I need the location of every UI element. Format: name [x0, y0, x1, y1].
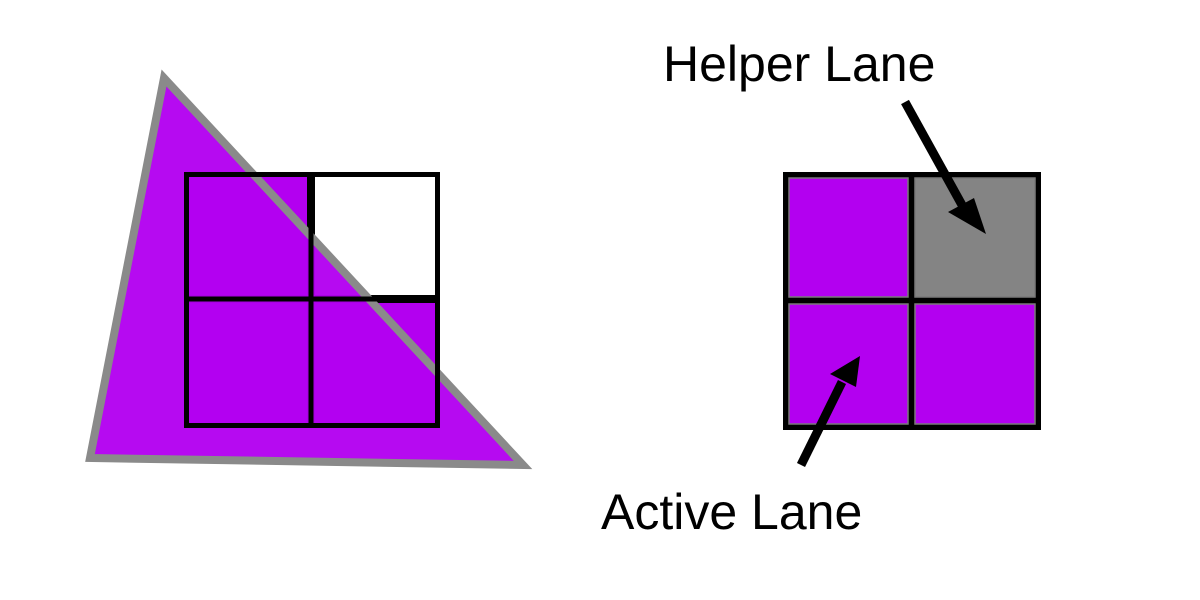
helper-arrow-head	[948, 198, 986, 234]
lane-bottom-right-active	[914, 303, 1036, 425]
helper-lane-label: Helper Lane	[663, 36, 935, 92]
active-arrow-shaft	[796, 380, 847, 467]
helper-arrow-shaft	[901, 99, 966, 208]
active-arrow-head	[830, 356, 860, 387]
active-lane-arrow	[796, 356, 860, 467]
helper-lane-arrow	[901, 99, 986, 234]
triangle-primitive	[85, 69, 533, 470]
left-quad-grid-lines	[184, 172, 440, 428]
lane-top-right-helper	[914, 177, 1036, 298]
active-lane-label: Active Lane	[601, 484, 862, 540]
right-pixel-quad	[783, 172, 1041, 430]
lane-top-left-active	[788, 177, 909, 298]
